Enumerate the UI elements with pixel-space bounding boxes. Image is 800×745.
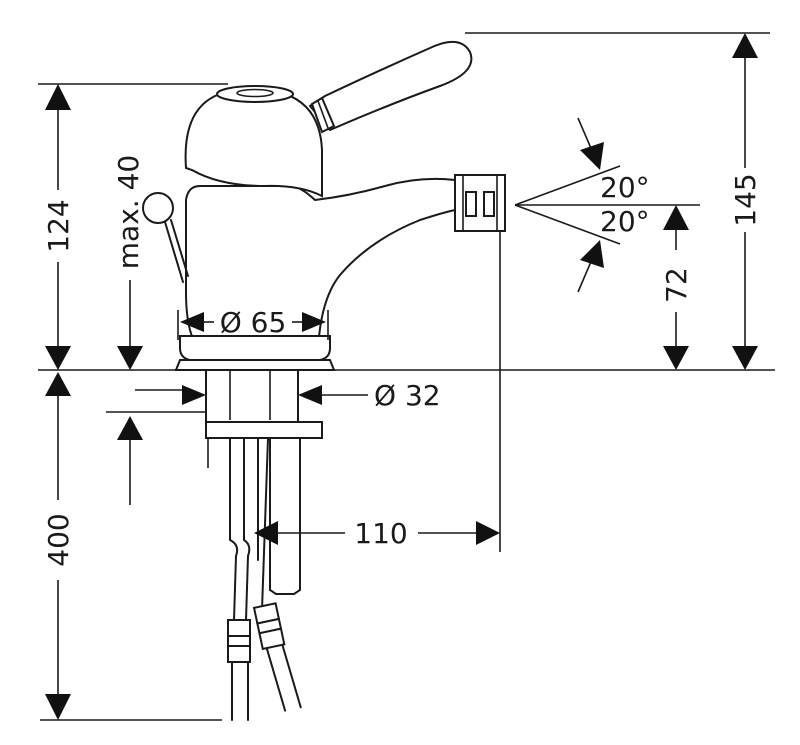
faucet-body [142, 41, 506, 371]
dim-400-label: 400 [42, 513, 75, 566]
dimension-spray-angle: 20° 20° [514, 117, 650, 293]
dimension-diameter-65: Ø 65 [177, 306, 329, 340]
dim-110-label: 110 [354, 517, 407, 550]
dim-spray-up-label: 20° [600, 171, 650, 204]
under-counter-assembly [205, 369, 323, 721]
dimension-400: 400 [42, 372, 75, 720]
dimension-max-40: max. 40 [112, 155, 145, 370]
dim-max-40-label: max. 40 [112, 155, 145, 269]
dimension-145: 145 [729, 33, 762, 370]
dimension-124: 124 [42, 84, 75, 370]
dim-72-label: 72 [660, 267, 693, 303]
dimension-72: 72 [660, 205, 693, 370]
dim-spray-down-label: 20° [600, 205, 650, 238]
dimension-110: 110 [254, 517, 500, 550]
extension-lines [38, 32, 775, 721]
dimension-diameter-32: Ø 32 [182, 379, 441, 412]
dimension-plate-arrow [117, 416, 143, 505]
dim-145-label: 145 [729, 173, 762, 226]
dim-32-label: Ø 32 [374, 379, 441, 412]
dim-124-label: 124 [42, 199, 75, 252]
dim-65-label: Ø 65 [220, 306, 287, 339]
